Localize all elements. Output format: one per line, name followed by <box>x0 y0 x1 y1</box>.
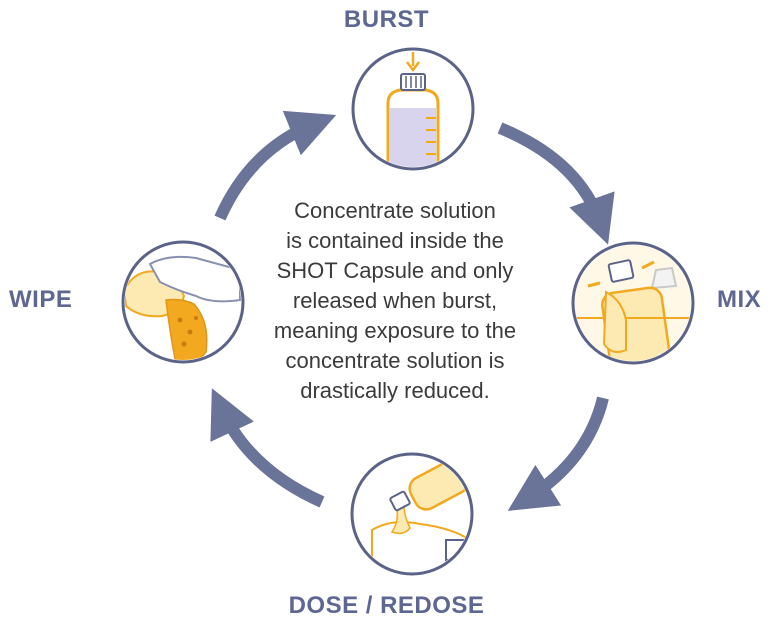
arrow-wipe-to-burst <box>214 110 337 221</box>
description-line: released when burst, <box>292 288 498 313</box>
description-line: concentrate solution is <box>285 348 505 373</box>
bottle-pour-cloth-icon <box>350 452 474 576</box>
arrow-burst-to-mix <box>497 122 615 245</box>
step-label-wipe: WIPE <box>9 286 73 313</box>
description-line: Concentrate solution <box>294 198 496 223</box>
bottle-shake-icon <box>571 241 695 365</box>
step-label-mix: MIX <box>717 286 762 313</box>
step-label-burst: BURST <box>343 6 430 33</box>
arrow-mix-to-dose <box>507 396 609 511</box>
description-line: is contained inside the <box>286 228 504 253</box>
center-description: Concentrate solution is contained inside… <box>248 196 542 406</box>
description-line: meaning exposure to the <box>273 318 517 343</box>
arrow-dose-to-wipe <box>210 388 325 508</box>
description-line: drastically reduced. <box>300 378 490 403</box>
hand-wipe-cloth-icon <box>121 240 245 364</box>
step-label-dose: DOSE / REDOSE <box>288 592 485 619</box>
description-line: SHOT Capsule and only <box>276 258 514 283</box>
bottle-cap-press-icon <box>351 47 475 171</box>
